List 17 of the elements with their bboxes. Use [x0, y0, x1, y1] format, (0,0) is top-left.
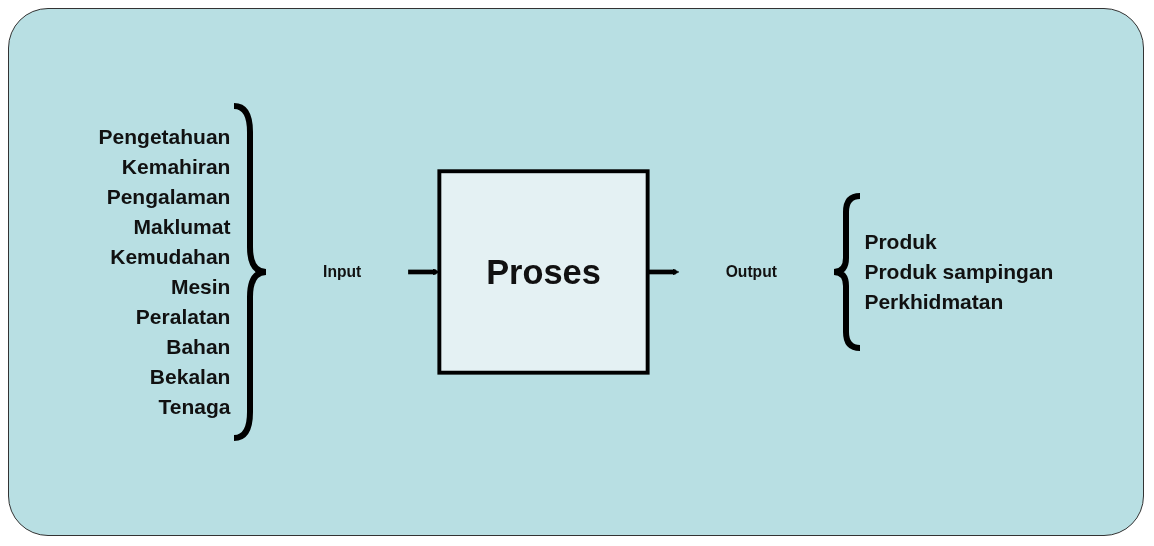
list-item: Mesin [170, 274, 231, 300]
list-item: Tenaga [158, 394, 231, 420]
list-item: Produk [864, 229, 937, 255]
list-item: Bahan [166, 334, 231, 360]
arrow [648, 268, 680, 276]
list-item: Kemudahan [110, 244, 231, 270]
node-text: Input [323, 263, 362, 281]
node-text: Output [726, 263, 778, 281]
list-item: Bekalan [149, 364, 231, 390]
list-item: Maklumat [133, 214, 231, 240]
list-item: Kemahiran [121, 154, 231, 180]
list-item: Pengalaman [106, 184, 231, 210]
list-item: Produk sampingan [864, 259, 1054, 285]
list-item: Peralatan [135, 304, 231, 330]
node-box: Proses [437, 169, 650, 375]
list-item: Pengetahuan [98, 124, 231, 150]
list-item: Perkhidmatan [864, 289, 1004, 315]
